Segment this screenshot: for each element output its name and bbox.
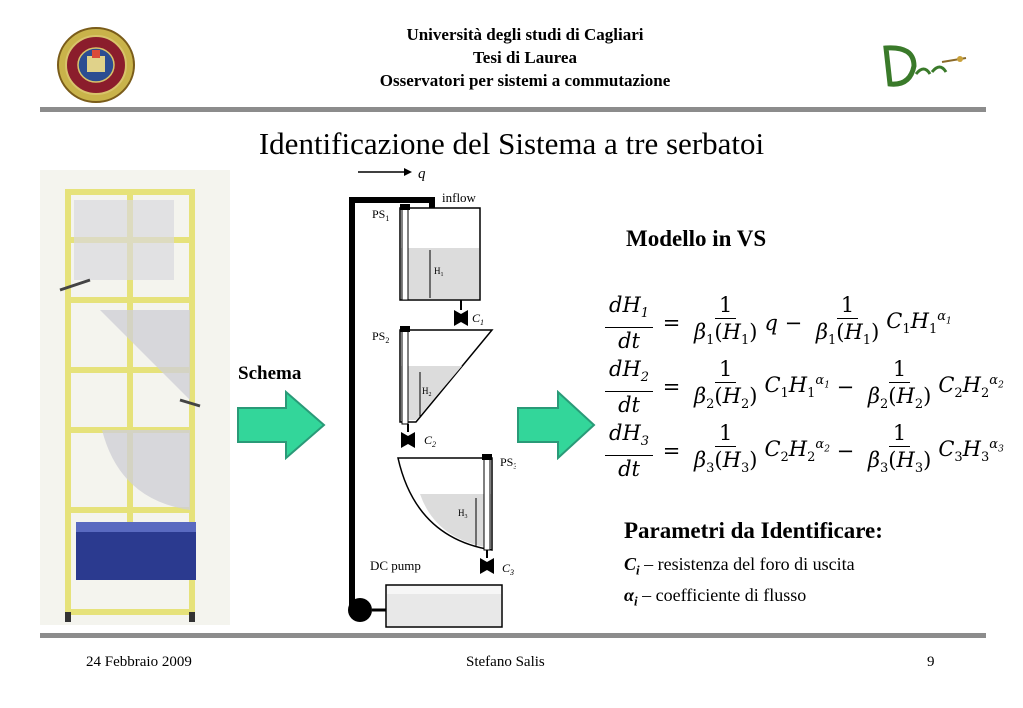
header-topic: Osservatori per sistemi a commutazione [379,71,671,90]
footer-rule [40,633,986,638]
svg-text:H2: H2 [422,386,432,398]
diee-logo-icon [883,45,967,87]
param-c: Ci – resistenza del foro di uscita [624,554,855,579]
header-university: Università degli studi di Cagliari [406,25,644,44]
ps2-label: PS [372,329,385,343]
c3-label: C [502,561,511,575]
h1-label: H [434,266,441,276]
h2-sub: 2 [429,392,432,398]
param-c-symbol: C [624,554,637,574]
h3-label: H [458,508,465,518]
param-alpha: αi – coefficiente di flusso [624,585,806,610]
schema-label: Schema [238,363,302,384]
param-alpha-symbol: α [624,585,634,605]
svg-text:C2: C2 [424,433,436,449]
flow-label: q [418,166,426,182]
param-c-sub: i [636,562,640,578]
c1-label: C [472,311,481,325]
slide-title: Identificazione del Sistema a tre serbat… [258,126,765,161]
ps1-sub: 1 [385,214,389,223]
model-title: Modello in VS [626,226,767,251]
svg-text:H1: H1 [434,266,444,278]
ps3-sub: 3 [513,462,516,471]
svg-text:C3: C3 [502,561,514,577]
three-tank-photo [40,170,230,625]
param-alpha-text: – coefficiente di flusso [637,585,807,605]
svg-text:C1: C1 [472,311,484,327]
footer-page-number: 9 [927,654,935,670]
ps3-label: PS [500,455,513,469]
svg-text:PS1: PS1 [372,207,389,223]
pump-label: DC pump [370,558,421,573]
param-alpha-sub: i [633,593,638,609]
svg-text:PS3: PS3 [500,455,516,471]
svg-text:H3: H3 [458,508,468,520]
svg-text:PS2: PS2 [372,329,389,345]
h2-label: H [422,386,429,396]
c2-label: C [424,433,433,447]
params-title: Parametri da Identificare: [624,518,883,543]
c3-sub: 3 [509,568,514,577]
c1-sub: 1 [480,318,484,327]
h3-sub: 3 [465,514,468,520]
param-c-text: – resistenza del foro di uscita [639,554,855,574]
header-thesis: Tesi di Laurea [473,48,577,67]
arrow-right-icon [517,390,596,460]
flow-arrow [358,168,412,176]
university-seal-icon [57,27,135,103]
inflow-label: inflow [442,190,477,205]
header-rule [40,107,986,112]
tank-schematic: q inflow PS1 H1 C1 PS2 H2 C2 PS3 H3 C3 D… [348,166,516,628]
ps2-sub: 2 [385,336,389,345]
ps1-label: PS [372,207,385,221]
c2-sub: 2 [432,440,436,449]
arrow-right-icon [237,390,326,460]
footer-author: Stefano Salis [466,654,545,670]
h1-sub: 1 [441,272,444,278]
footer-date: 24 Febbraio 2009 [86,654,192,670]
